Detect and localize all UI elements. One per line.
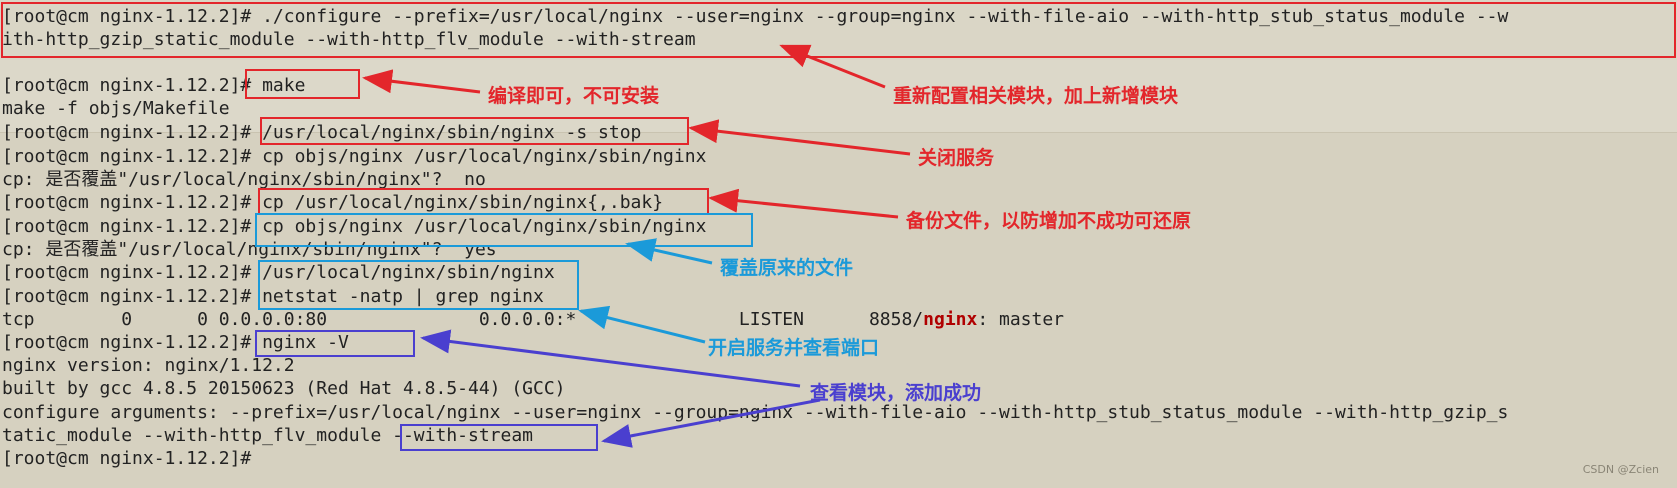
terminal-line: [root@cm nginx-1.12.2]# nginx -V [2,332,349,353]
note-stop-service: 关闭服务 [918,147,995,169]
netstat-prefix: tcp 0 0 0.0.0.0:80 0.0.0.0:* LISTEN 8858… [2,309,924,330]
terminal-line: [root@cm nginx-1.12.2]# /usr/local/nginx… [2,122,642,143]
configure-command-box [1,2,1676,58]
terminal-line: [root@cm nginx-1.12.2]# [2,448,252,469]
terminal-line: cp: 是否覆盖"/usr/local/nginx/sbin/nginx"? y… [2,239,497,260]
note-overwrite: 覆盖原来的文件 [720,257,854,279]
note-check-modules: 查看模块，添加成功 [810,382,982,404]
backup-command-box [258,188,709,215]
note-start-check-port: 开启服务并查看端口 [708,337,880,359]
terminal-line: ith-http_gzip_static_module --with-http_… [2,29,696,50]
stop-command-box [260,117,689,145]
terminal-line: [root@cm nginx-1.12.2]# cp objs/nginx /u… [2,146,707,167]
netstat-suffix: : master [977,309,1065,330]
note-reconfigure: 重新配置相关模块，加上新增模块 [893,85,1179,107]
terminal-line: make -f objs/Makefile [2,98,230,119]
terminal-line: nginx version: nginx/1.12.2 [2,355,295,376]
netstat-output-line: tcp 0 0 0.0.0.0:80 0.0.0.0:* LISTEN 8858… [2,309,1064,331]
note-compile-only: 编译即可，不可安装 [488,85,660,107]
terminal-line: configure arguments: --prefix=/usr/local… [2,402,1509,423]
terminal-line: [root@cm nginx-1.12.2]# netstat -natp | … [2,286,544,307]
terminal-line: [root@cm nginx-1.12.2]# ./configure --pr… [2,6,1509,27]
terminal-line: [root@cm nginx-1.12.2]# cp objs/nginx /u… [2,216,707,237]
terminal-line: [root@cm nginx-1.12.2]# cp /usr/local/ng… [2,192,664,213]
terminal-line: [root@cm nginx-1.12.2]# make [2,75,306,96]
terminal-line: cp: 是否覆盖"/usr/local/nginx/sbin/nginx"? n… [2,169,486,190]
terminal-line: [root@cm nginx-1.12.2]# /usr/local/nginx… [2,262,555,283]
csdn-watermark: CSDN @Zcien [1582,463,1659,476]
with-stream-box [400,424,598,451]
make-command-box [245,69,360,99]
nginx-version-box [255,330,415,357]
grep-match-highlight: nginx [923,309,978,330]
copy-command-box [255,213,753,247]
terminal-line: built by gcc 4.8.5 20150623 (Red Hat 4.8… [2,378,566,399]
note-backup: 备份文件，以防增加不成功可还原 [906,210,1192,232]
terminal-line: tatic_module --with-http_flv_module --wi… [2,425,534,446]
start-netstat-box [258,260,579,310]
